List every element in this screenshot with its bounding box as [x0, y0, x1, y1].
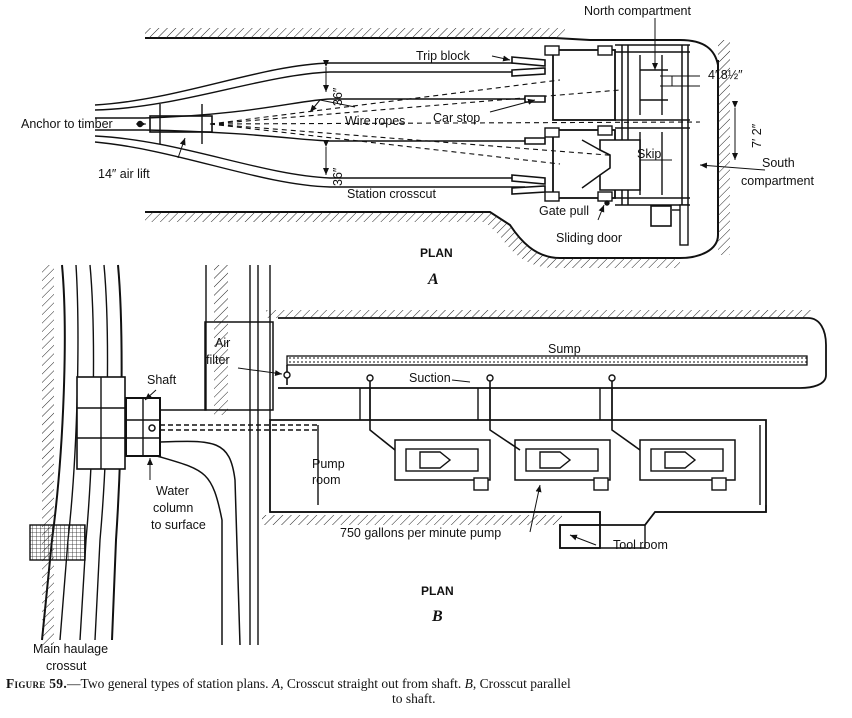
hatch-left-wall [42, 265, 54, 645]
caption-text-1: —Two general types of station plans. [67, 676, 269, 691]
label-anchor: Anchor to timber [21, 117, 113, 131]
label-gate-pull: Gate pull [539, 204, 589, 218]
label-shaft: Shaft [147, 373, 177, 387]
label-plan-b: PLAN [421, 584, 454, 598]
label-water-1: Water [156, 484, 189, 498]
label-clearance-bottom: 36″ [331, 167, 345, 186]
label-sliding-door: Sliding door [556, 231, 622, 245]
label-car-stop: Car stop [433, 111, 480, 125]
sump-outline [278, 317, 827, 389]
haulage-track [41, 264, 66, 641]
gate-north-right [597, 45, 613, 56]
suction-pipe [286, 365, 641, 451]
label-trip-block: Trip block [416, 49, 470, 63]
label-pump-1: Pump [312, 457, 345, 471]
label-south-2: compartment [741, 174, 814, 188]
station-grid [29, 524, 86, 561]
caption-a-letter: A [271, 676, 281, 691]
label-air-1: Air [215, 336, 230, 350]
vertical-drift [160, 265, 207, 411]
hatch-top-wall [145, 28, 565, 38]
label-plan-a: PLAN [420, 246, 453, 260]
crosscut-curve [156, 455, 223, 645]
north-compartment [552, 49, 616, 121]
caption-b-letter: B [464, 676, 473, 691]
caption-a-text: , Crosscut straight out from shaft. [280, 676, 462, 691]
haulage-track [59, 264, 79, 641]
trip-block [511, 56, 546, 67]
label-sump: Sump [548, 342, 581, 356]
wire-rope [209, 123, 561, 165]
label-clearance-top: 36″ [331, 87, 345, 106]
trip-block [511, 185, 546, 195]
label-station-crosscut: Station crosscut [347, 187, 436, 201]
track-rail [94, 135, 525, 179]
label-suction: Suction [409, 371, 451, 385]
label-pump-rating: 750 gallons per minute pump [340, 526, 501, 540]
crosscut-top-wall [145, 37, 719, 66]
trip-block [511, 174, 546, 185]
gate-bottom-left [544, 191, 560, 202]
car-stop [524, 137, 546, 145]
label-air-2: filter [206, 353, 230, 367]
diagram-b [29, 264, 827, 646]
diagram-b-labels: Air filter Sump Shaft Suction Pump room … [33, 336, 668, 673]
track-rail [94, 62, 525, 106]
caption-text-2: to shaft. [392, 691, 436, 706]
sliding-door [650, 205, 672, 227]
label-pump-2: room [312, 473, 340, 487]
label-skip: Skip [637, 147, 661, 161]
south-guides [639, 132, 663, 195]
pump [639, 439, 736, 491]
air-lift-frame [149, 115, 213, 133]
label-north-compartment: North compartment [584, 4, 692, 18]
pump [394, 439, 491, 491]
track-rail [95, 98, 545, 119]
trip-block [511, 67, 546, 77]
car-stop [524, 95, 546, 103]
diagram-a-labels: North compartment Trip block 4′ 8½″ 36″ … [21, 4, 814, 288]
wire-rope [209, 121, 701, 125]
wire-rope [209, 123, 621, 157]
air-filter-room [204, 321, 274, 411]
vertical-drift [249, 265, 259, 645]
label-south-1: South [762, 156, 795, 170]
gate-bottom-right [597, 191, 613, 202]
label-haulage-1: Main haulage [33, 642, 108, 656]
label-letter-b: B [431, 608, 443, 625]
label-tool-room: Tool room [613, 538, 668, 552]
shaft-timbers [615, 44, 690, 206]
track-rail [94, 71, 525, 111]
pump [514, 439, 611, 491]
label-gauge: 4′ 8½″ [708, 68, 743, 82]
caption-b-text: , Crosscut parallel [472, 676, 571, 691]
wire-rope [209, 89, 621, 125]
label-air-lift: 14″ air lift [98, 167, 150, 181]
wire-rope [209, 79, 561, 125]
sump-channel [286, 355, 808, 366]
label-wire-ropes: Wire ropes [345, 114, 405, 128]
shaft-right-wall [145, 60, 719, 259]
caption-figure-number: Figure 59. [6, 676, 68, 691]
diagram-a [94, 18, 766, 268]
skip [599, 139, 641, 191]
gate-south-left [544, 127, 560, 138]
gate-north-left [544, 45, 560, 56]
north-guides [639, 55, 668, 115]
gate-south-right [597, 125, 613, 136]
label-water-2: column [153, 501, 193, 515]
label-haulage-2: crossut [46, 659, 87, 673]
track-rail [94, 141, 525, 188]
hatch-bottom-wall [145, 212, 680, 268]
label-shaft-width: 7′ 2″ [750, 123, 764, 148]
hatch-right-wall [718, 40, 730, 255]
figure-caption: Figure 59.—Two general types of station … [6, 676, 848, 706]
label-letter-a: A [427, 271, 439, 288]
label-water-3: to surface [151, 518, 206, 532]
crosscut-curve [159, 440, 241, 646]
station-plans-figure: North compartment Trip block 4′ 8½″ 36″ … [21, 4, 827, 673]
